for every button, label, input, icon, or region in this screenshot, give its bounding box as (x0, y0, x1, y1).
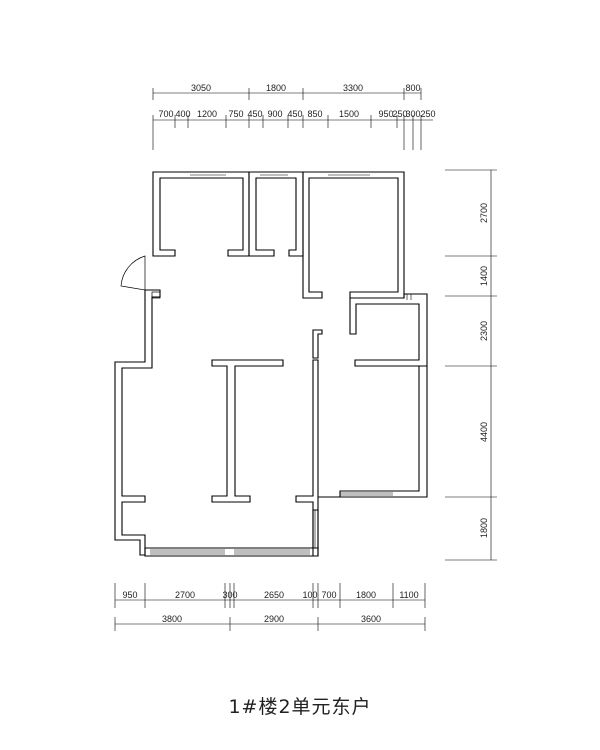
dim-label: 3300 (343, 83, 363, 93)
dim-label: 450 (247, 109, 262, 119)
dim-label: 400 (175, 109, 190, 119)
dim-label: 800 (405, 83, 420, 93)
dim-label: 250 (420, 109, 435, 119)
dim-label: 1800 (266, 83, 286, 93)
top-dimension-chain (152, 88, 433, 150)
bottom-dimension-chain (114, 583, 426, 631)
windows (150, 171, 412, 555)
dim-label: 4400 (479, 422, 489, 442)
dim-label: 2900 (264, 614, 284, 624)
dim-label: 3050 (191, 83, 211, 93)
bottom-outer-labels: 3800 2900 3600 (162, 614, 381, 624)
dim-label: 250 (392, 109, 407, 119)
dim-label: 950 (378, 109, 393, 119)
dim-label: 2700 (175, 590, 195, 600)
right-dimension-chain (445, 169, 497, 561)
dim-label: 1800 (356, 590, 376, 600)
dim-label: 950 (122, 590, 137, 600)
plan-title: 1#楼2单元东户 (228, 696, 372, 718)
dim-label: 2300 (479, 321, 489, 341)
dim-label: 1400 (479, 266, 489, 286)
dim-label: 2700 (479, 203, 489, 223)
dim-label: 1100 (399, 590, 418, 600)
bottom-inner-labels: 950 2700 300 2650 100 700 1800 1100 (122, 590, 418, 600)
dim-label: 900 (267, 109, 282, 119)
dim-label: 100 (302, 590, 317, 600)
exterior-walls (114, 171, 428, 557)
door-swing (120, 255, 161, 299)
dim-label: 3600 (361, 614, 381, 624)
right-labels: 2700 1400 2300 4400 1800 (479, 203, 489, 538)
dim-label: 450 (287, 109, 302, 119)
dim-label: 300 (405, 109, 420, 119)
top-outer-labels: 3050 1800 3300 800 (191, 83, 421, 93)
dim-label: 2650 (264, 590, 284, 600)
dim-label: 750 (228, 109, 243, 119)
top-inner-labels: 700 400 1200 750 450 900 450 850 1500 95… (158, 109, 435, 119)
dim-label: 700 (158, 109, 173, 119)
dim-label: 1200 (197, 109, 217, 119)
dim-label: 300 (222, 590, 237, 600)
dim-label: 1800 (479, 518, 489, 538)
dim-label: 3800 (162, 614, 182, 624)
dim-label: 700 (321, 590, 336, 600)
dim-label: 1500 (339, 109, 359, 119)
dim-label: 850 (307, 109, 322, 119)
